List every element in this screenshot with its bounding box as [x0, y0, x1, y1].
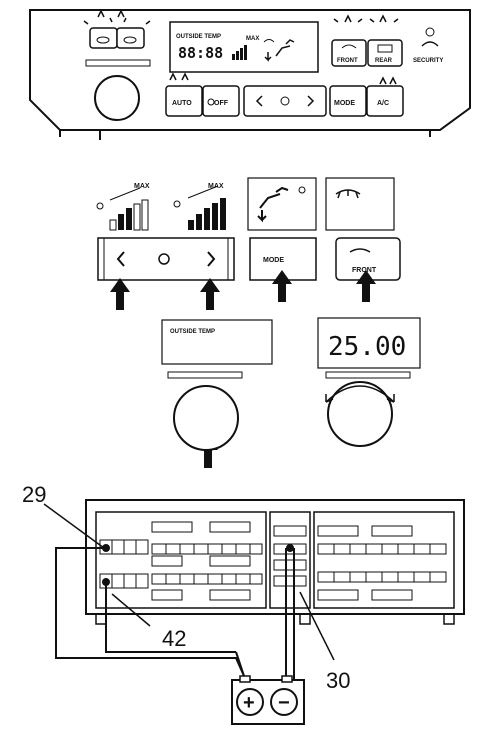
mode-label: MODE: [334, 100, 355, 107]
security-indicator: SECURITY: [413, 27, 443, 64]
battery-negative-terminal: [270, 688, 298, 716]
temp-readout: 25.00: [328, 332, 406, 362]
wire-terminal-29: [55, 547, 245, 677]
connector-housing: [85, 499, 465, 615]
press-arrows: [110, 270, 376, 468]
max-label-1: MAX: [134, 183, 150, 190]
indicator-slot-left: [167, 371, 243, 379]
mode-button: [329, 85, 367, 117]
auto-button: [165, 85, 203, 117]
rear-label: REAR: [375, 58, 393, 64]
outside-temp-label-detail: OUTSIDE TEMP: [170, 329, 215, 335]
left-block-row-2: [99, 573, 263, 589]
defrost-buttons: FRONT REAR: [331, 14, 403, 67]
lcd-display: OUTSIDE TEMP 88:88 MAX: [169, 21, 319, 73]
airflow-icon: [275, 39, 295, 57]
press-arrow-2: [200, 278, 220, 310]
battery-positive-terminal: [236, 688, 264, 716]
connector-section: 29 42 30 + −: [22, 482, 465, 725]
temperature-knob-right: [327, 381, 393, 447]
outside-temp-display: [161, 319, 273, 365]
lcd-digits: 88:88: [178, 44, 223, 62]
battery-plus-label: +: [243, 692, 255, 714]
outside-temp-label: OUTSIDE TEMP: [176, 34, 221, 40]
fan-speed-rocker: [97, 237, 235, 281]
fan-speed-button: [243, 85, 327, 117]
rotate-arrow: [325, 385, 395, 403]
max-label-2: MAX: [208, 183, 224, 190]
security-label: SECURITY: [413, 58, 443, 64]
battery-minus-label: −: [278, 692, 290, 714]
front-label-detail: FRONT: [352, 267, 377, 274]
front-label: FRONT: [337, 58, 358, 64]
airflow-icon-large: [259, 186, 289, 209]
terminal-29-label: 29: [22, 482, 46, 507]
battery: + −: [231, 675, 305, 725]
front-defrost-display: [325, 177, 395, 231]
airflow-mode-display: [247, 177, 317, 231]
wire-terminal-42: [105, 582, 236, 653]
temperature-knob-detail: [173, 385, 239, 451]
fan-level-icon-2: MAX: [173, 183, 226, 230]
terminal-cells: [99, 521, 447, 601]
control-buttons-row: AUTO OFF MODE A/C: [165, 72, 404, 117]
temp-readout-display: [317, 317, 421, 369]
test-wires: [55, 544, 295, 680]
off-label: OFF: [214, 100, 229, 107]
ac-button: [366, 85, 404, 117]
press-arrow-1: [110, 278, 130, 310]
mode-label-detail: MODE: [263, 257, 284, 264]
temperature-knob: [94, 75, 140, 121]
fan-level-icon-1: MAX: [96, 183, 150, 231]
detail-view: MAX MAX MODE: [96, 177, 421, 468]
terminal-42-label: 42: [162, 626, 186, 651]
ac-label: A/C: [377, 100, 389, 107]
front-defrost-button: [331, 39, 367, 67]
climate-control-panel: OUTSIDE TEMP 88:88 MAX FRONT REAR: [29, 9, 471, 140]
fan-bars-icon: [232, 45, 247, 60]
defrost-icon: [263, 39, 275, 43]
auto-label: AUTO: [172, 100, 192, 107]
press-arrow-4: [356, 270, 376, 302]
press-arrow-3: [272, 270, 292, 302]
rear-defrost-button: [367, 39, 403, 67]
indicator-buttons-left: [83, 9, 151, 49]
max-label: MAX: [246, 36, 259, 42]
leader-lines: [43, 503, 335, 661]
off-button: [202, 85, 240, 117]
terminal-30-label: 30: [326, 668, 350, 693]
defrost-icon-large: [335, 189, 361, 199]
indicator-slot-right: [325, 371, 411, 379]
